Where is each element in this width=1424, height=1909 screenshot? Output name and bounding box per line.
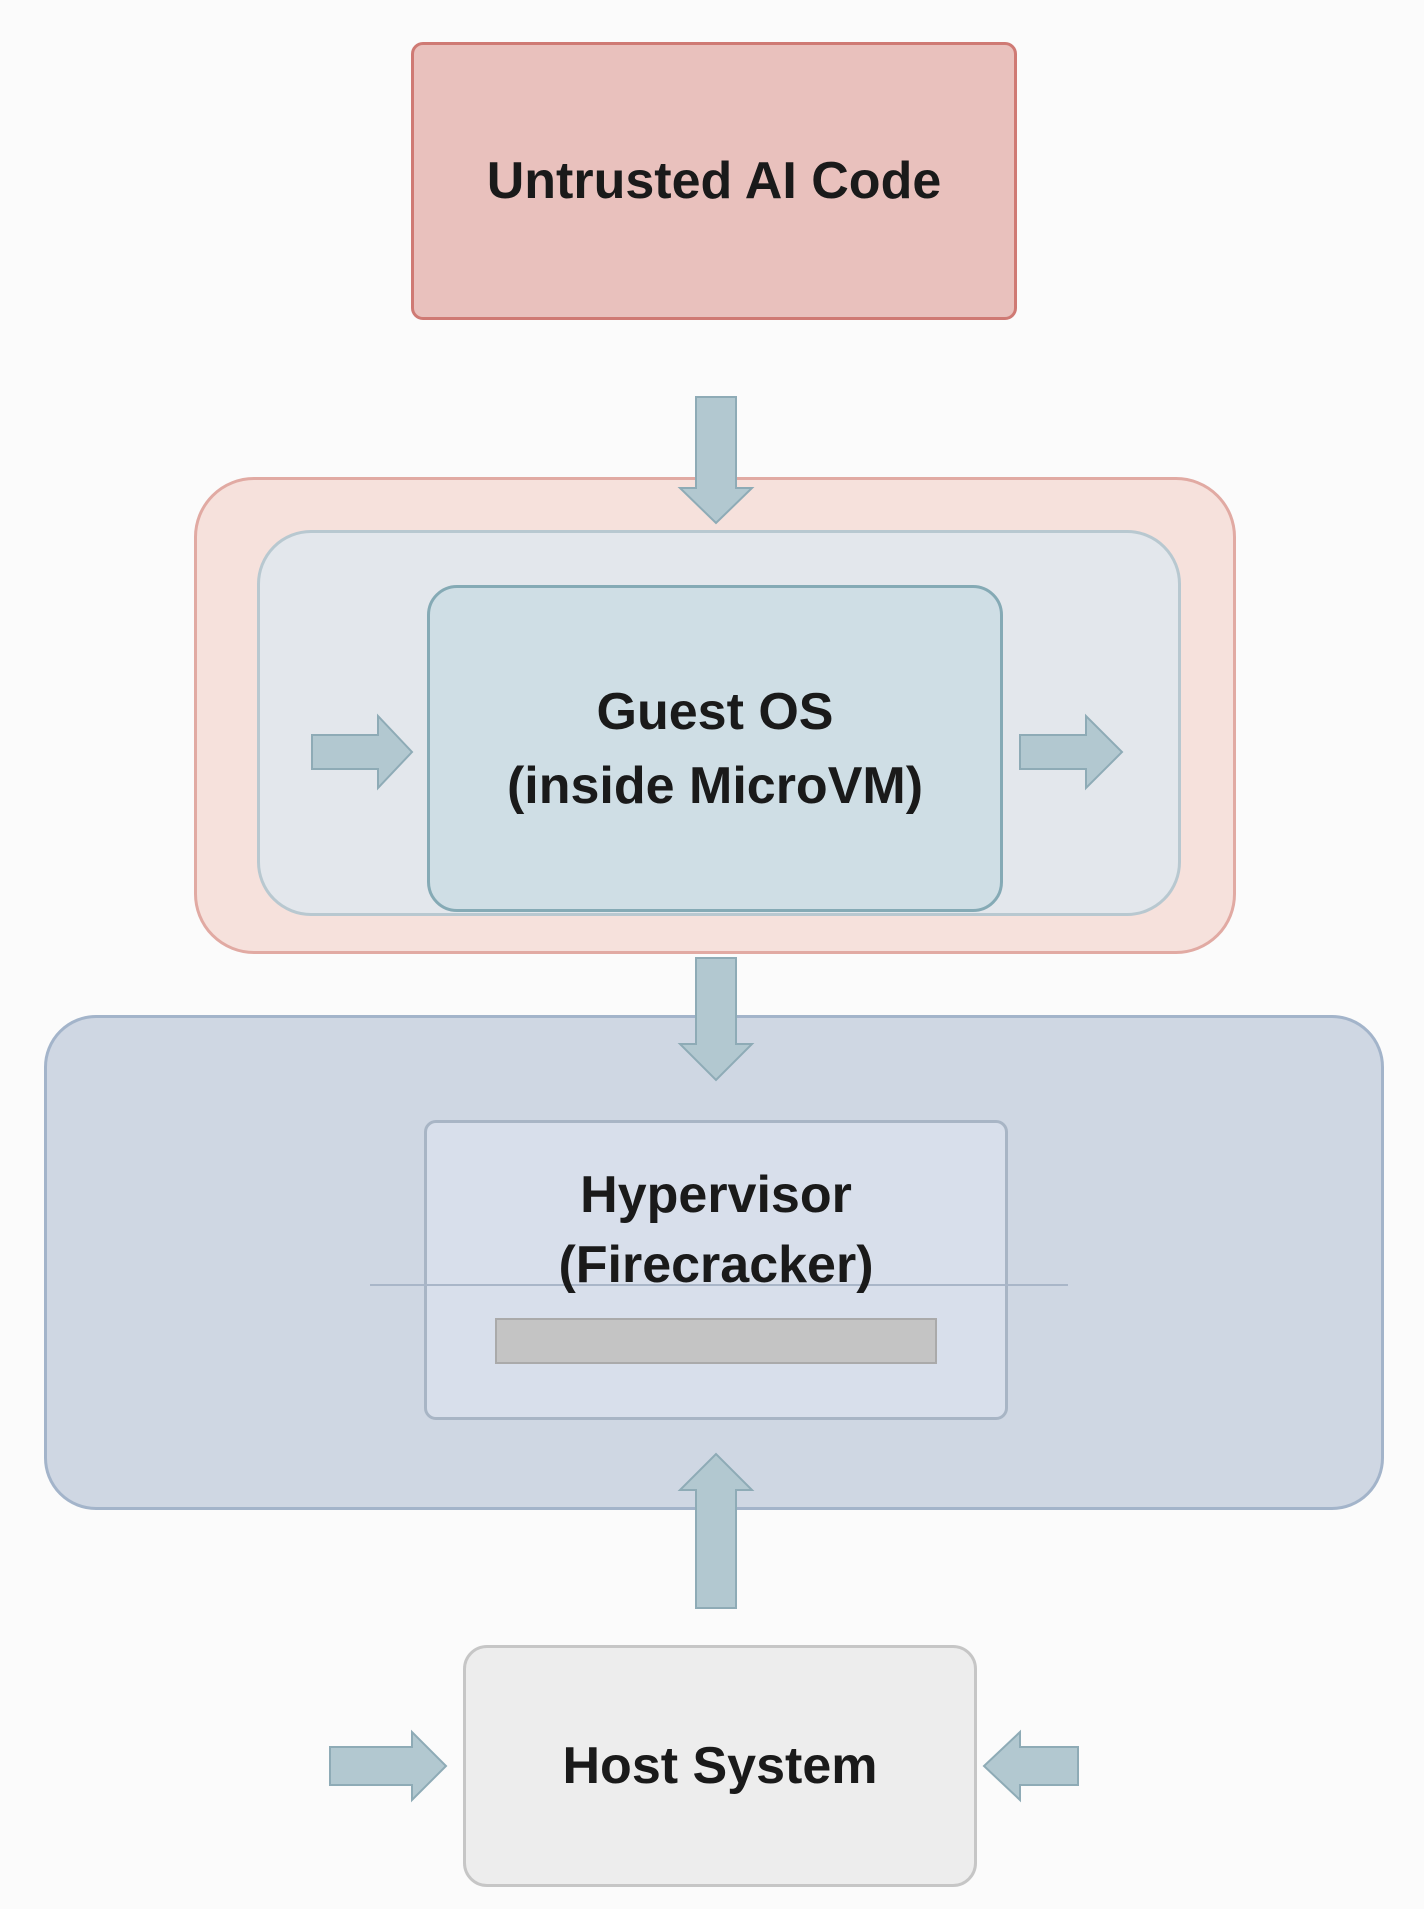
- arrow-down-icon: [677, 957, 755, 1082]
- hypervisor-box: [424, 1120, 1008, 1420]
- arrow-left-icon: [982, 1729, 1079, 1803]
- divider-line: [370, 1284, 1068, 1286]
- arrow-right-icon: [311, 713, 414, 791]
- hypervisor-title: Hypervisor: [580, 1166, 852, 1224]
- hypervisor-bar: [495, 1318, 937, 1364]
- host-system-box: Host System: [463, 1645, 977, 1887]
- untrusted-ai-code-box: Untrusted AI Code: [411, 42, 1017, 320]
- arrow-right-icon: [1019, 713, 1124, 791]
- arrow-down-icon: [677, 396, 755, 525]
- untrusted-ai-code-label: Untrusted AI Code: [486, 152, 942, 210]
- guest-os-title: Guest OS: [596, 682, 834, 741]
- hypervisor-label-group: Hypervisor (Firecracker): [424, 1160, 1008, 1294]
- arrow-right-icon: [329, 1729, 448, 1803]
- guest-os-box: Guest OS (inside MicroVM): [427, 585, 1003, 912]
- host-system-label: Host System: [562, 1737, 878, 1795]
- hypervisor-subtitle: (Firecracker): [558, 1236, 874, 1294]
- guest-os-subtitle: (inside MicroVM): [506, 756, 924, 815]
- arrow-up-icon: [677, 1452, 755, 1609]
